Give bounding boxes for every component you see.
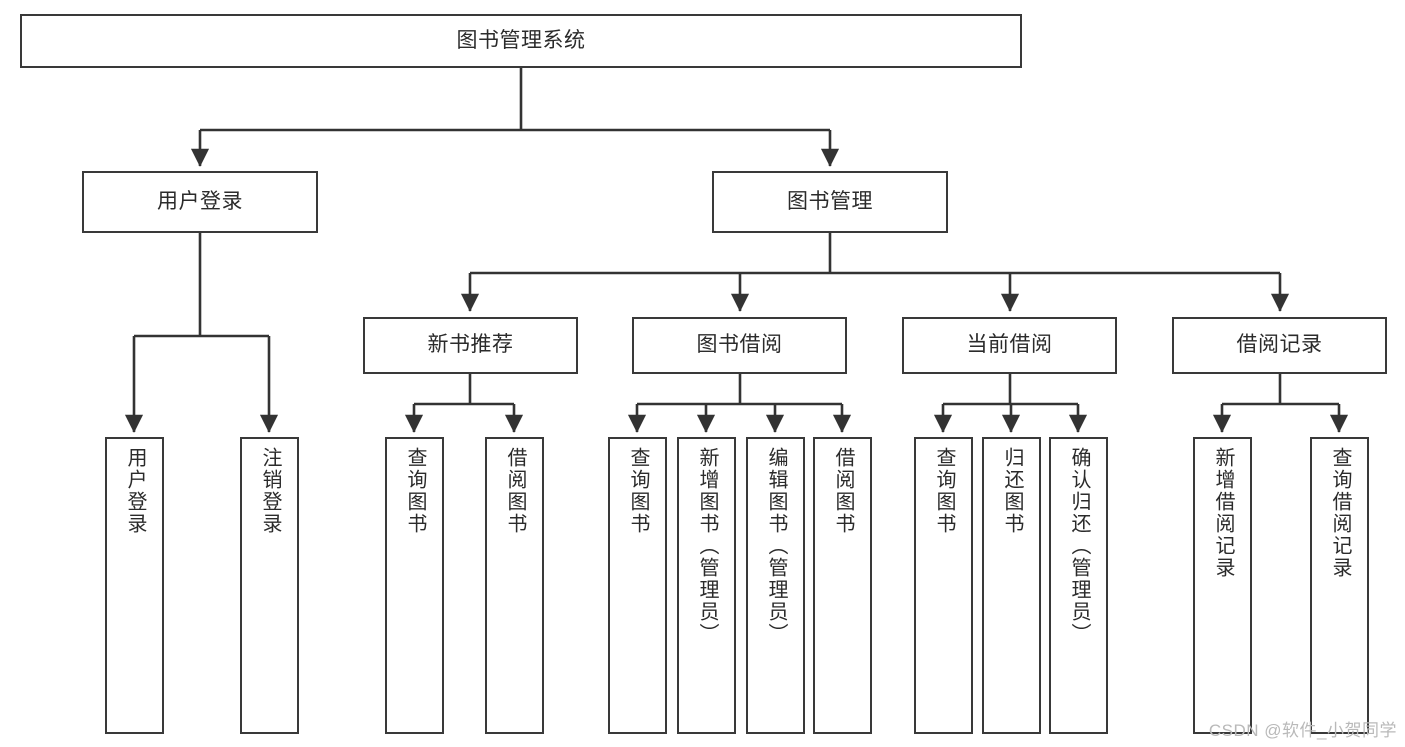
leaf-cb-confirm-return-label: 确认归还（管理员） — [1068, 447, 1090, 645]
leaf-br-add-record-label: 新增借阅记录 — [1212, 447, 1234, 579]
node-book-borrow[interactable]: 图书借阅 — [632, 317, 847, 374]
node-user-login[interactable]: 用户登录 — [82, 171, 318, 233]
leaf-user-login[interactable]: 用户登录 — [105, 437, 164, 734]
leaf-bb-query-book[interactable]: 查询图书 — [608, 437, 667, 734]
node-new-book-recommend-label: 新书推荐 — [427, 333, 514, 357]
node-current-borrow[interactable]: 当前借阅 — [902, 317, 1117, 374]
leaf-bb-add-book[interactable]: 新增图书（管理员） — [677, 437, 736, 734]
leaf-cb-query-book[interactable]: 查询图书 — [914, 437, 973, 734]
node-user-login-label: 用户登录 — [157, 189, 243, 213]
leaf-bb-borrow-book-label: 借阅图书 — [832, 447, 854, 535]
node-book-borrow-label: 图书借阅 — [696, 333, 783, 357]
leaf-bb-add-book-label: 新增图书（管理员） — [696, 447, 718, 645]
leaf-br-query-record-label: 查询借阅记录 — [1329, 447, 1351, 579]
leaf-cb-return-book[interactable]: 归还图书 — [982, 437, 1041, 734]
leaf-nb-query-book[interactable]: 查询图书 — [385, 437, 444, 734]
leaf-logout-label: 注销登录 — [259, 447, 281, 535]
leaf-bb-edit-book[interactable]: 编辑图书（管理员） — [746, 437, 805, 734]
leaf-nb-query-book-label: 查询图书 — [404, 447, 426, 535]
node-current-borrow-label: 当前借阅 — [966, 333, 1053, 357]
leaf-br-query-record[interactable]: 查询借阅记录 — [1310, 437, 1369, 734]
leaf-bb-edit-book-label: 编辑图书（管理员） — [765, 447, 787, 645]
node-root-label: 图书管理系统 — [456, 28, 586, 52]
node-root[interactable]: 图书管理系统 — [20, 14, 1022, 68]
node-borrow-record-label: 借阅记录 — [1236, 333, 1323, 357]
leaf-bb-borrow-book[interactable]: 借阅图书 — [813, 437, 872, 734]
node-book-management-label: 图书管理 — [787, 189, 873, 213]
leaf-cb-confirm-return[interactable]: 确认归还（管理员） — [1049, 437, 1108, 734]
leaf-br-add-record[interactable]: 新增借阅记录 — [1193, 437, 1252, 734]
leaf-cb-query-book-label: 查询图书 — [933, 447, 955, 535]
watermark-text: CSDN @软件_小贺同学 — [1208, 721, 1397, 740]
node-new-book-recommend[interactable]: 新书推荐 — [363, 317, 578, 374]
leaf-user-login-label: 用户登录 — [124, 447, 146, 535]
node-book-management[interactable]: 图书管理 — [712, 171, 948, 233]
leaf-logout[interactable]: 注销登录 — [240, 437, 299, 734]
leaf-nb-borrow-book-label: 借阅图书 — [504, 447, 526, 535]
leaf-cb-return-book-label: 归还图书 — [1001, 447, 1023, 535]
leaf-nb-borrow-book[interactable]: 借阅图书 — [485, 437, 544, 734]
node-borrow-record[interactable]: 借阅记录 — [1172, 317, 1387, 374]
leaf-bb-query-book-label: 查询图书 — [627, 447, 649, 535]
